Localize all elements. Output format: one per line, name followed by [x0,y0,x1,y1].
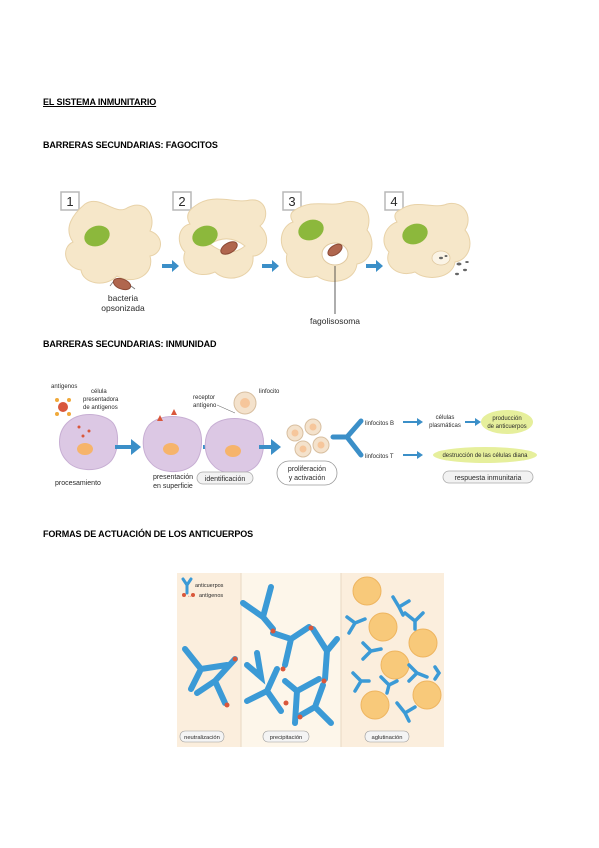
bacteria-debris [439,255,469,276]
immune-response-label: respuesta inmunitaria [455,475,522,482]
nucleus-2 [192,225,218,247]
t-lymphocytes-label: linfocitos T [365,454,394,460]
bacteria-2 [220,241,238,255]
step-number-2: 2 [172,191,192,211]
split-connector [330,418,364,458]
receptor-label-2: antígeno [193,403,217,409]
antigens-label: antígenos [51,384,77,390]
step-number-1: 1 [60,191,80,211]
svg-text:1: 1 [66,194,73,209]
antibody-action-figure: anticuerpos ↔ antígenos [177,573,444,747]
svg-text:↔: ↔ [187,593,192,599]
bacteria-label: bacteria [108,293,139,303]
precipitation-badge [262,730,310,743]
phagocyte-cell-3 [280,200,373,282]
arrow-a [115,439,141,455]
antibody-production-highlight [481,410,533,434]
immunity-figure: antígenos célula presentadora de antígen… [51,384,537,490]
phagocyte-cell-4 [383,202,471,278]
apc-label-3: de antígenos [83,405,118,411]
phagocyte-cell-1 [65,201,161,284]
arrow-3 [366,260,383,272]
proliferation-label-1: proliferación [288,466,326,473]
legend-antibodies: anticuerpos [195,583,224,589]
target-destruction-label: destrucción de las células diana [442,453,528,459]
opsonized-bacteria [112,277,132,291]
apc-cell-processing [59,414,118,470]
step-number-4: 4 [384,191,404,211]
antibody-production-label-1: producción [492,416,521,422]
legend: anticuerpos ↔ antígenos [181,577,224,599]
arrow-1 [162,260,179,272]
arrow-b-cells [403,418,423,426]
agglutination-antibodies [345,595,442,723]
agglutinated-cells [352,576,442,720]
section-heading-immunity: BARRERAS SECUNDARIAS: INMUNIDAD [43,339,217,349]
phagocytosis-figure: 1 2 3 4 bacteria opsonizada fagolisosoma [60,191,471,326]
legend-antigens: antígenos [199,593,223,599]
neutralization-label: neutralización [184,735,220,741]
agglutination-badge [364,730,410,743]
apc-label-2: presentadora [83,397,119,403]
apc-label-1: célula [91,389,107,395]
section-heading-phagocytes: BARRERAS SECUNDARIAS: FAGOCITOS [43,140,218,150]
immune-response-badge [442,470,534,484]
phagolysosome-label: fagolisosoma [310,316,360,326]
nucleus-4 [402,223,428,245]
precipitation-label: precipitación [270,735,303,741]
nucleus-1 [84,225,110,247]
identification-label: identificación [205,476,246,483]
arrow-2 [262,260,279,272]
lymphocyte-label: linfocito [259,389,280,395]
arrow-plasma [465,418,481,426]
phagocyte-cell-2 [178,198,268,279]
identification-badge [196,471,254,485]
arrow-t-cells [403,451,423,459]
opsonized-label: opsonizada [101,303,145,313]
agglutination-label: aglutinación [372,735,403,741]
presentation-label-2: en superficie [153,483,193,490]
proliferation-badge [276,460,338,486]
neutralization-antibodies [182,646,238,706]
document-title: EL SISTEMA INMUNITARIO [43,97,157,107]
section-heading-antibodies: FORMAS DE ACTUACIÓN DE LOS ANTICUERPOS [43,529,254,539]
nucleus-3 [298,219,324,241]
svg-text:3: 3 [288,194,295,209]
proliferating-cells [286,418,330,458]
b-lymphocytes-label: linfocitos B [365,421,394,427]
precipitation-antigens [270,625,327,720]
step-number-3: 3 [282,191,302,211]
precipitation-lattice [240,584,340,726]
arrow-c [259,439,281,455]
receptor-label-1: receptor [193,395,215,401]
presentation-label-1: presentación [153,474,193,481]
antibody-production-label-2: de anticuerpos [487,424,526,430]
neutralization-badge [179,730,225,743]
antigens-cluster [55,398,71,416]
bacteria-3 [327,243,343,257]
plasma-cells-label-2: plasmáticas [429,423,461,429]
svg-text:2: 2 [178,194,185,209]
target-destruction-highlight [433,447,537,463]
plasma-cells-label-1: células [436,415,455,421]
processing-label: procesamiento [55,480,101,487]
svg-text:4: 4 [390,194,397,209]
proliferation-label-2: y activación [289,475,326,482]
